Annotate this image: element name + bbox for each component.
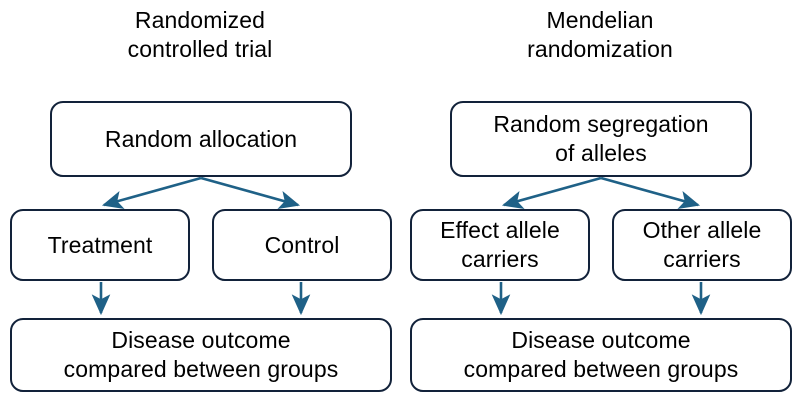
node-mr-other-allele-carriers: Other allele carriers: [612, 209, 792, 281]
edge-rct-root-to-treatment: [101, 176, 202, 209]
panel-title-mendelian-randomization: Mendelian randomization: [527, 7, 673, 62]
node-rct-treatment: Treatment: [10, 209, 190, 281]
node-rct-control: Control: [212, 209, 392, 281]
node-rct-random-allocation: Random allocation: [50, 101, 352, 177]
node-mr-effect-allele-carriers: Effect allele carriers: [410, 209, 590, 281]
node-mr-disease-outcome: Disease outcome compared between groups: [410, 318, 792, 392]
panel-title-randomized-controlled-trial: Randomized controlled trial: [127, 7, 273, 62]
edge-mr-root-to-other: [600, 176, 701, 209]
edge-rct-root-to-control: [200, 176, 301, 209]
node-mr-random-segregation-of-alleles: Random segregation of alleles: [450, 101, 752, 177]
node-rct-disease-outcome: Disease outcome compared between groups: [10, 318, 392, 392]
edge-mr-root-to-effect: [501, 176, 602, 209]
